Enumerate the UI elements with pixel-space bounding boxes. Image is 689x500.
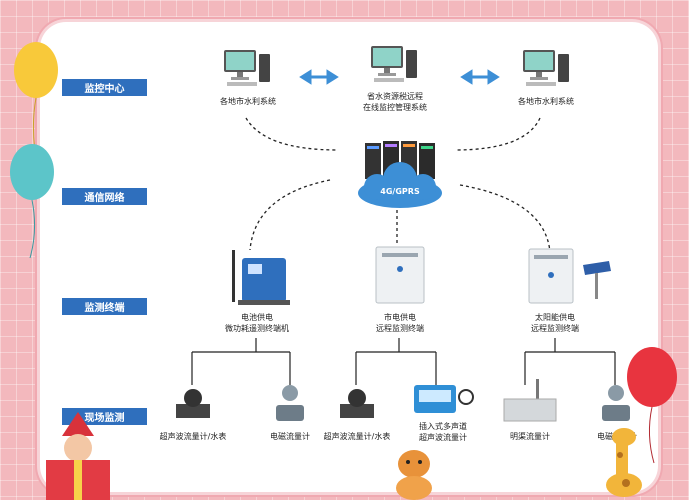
label-device-3: 超声波流量计/水表 — [323, 432, 391, 441]
tree-solar — [524, 338, 616, 385]
battery-terminal-icon — [232, 250, 290, 305]
arrow-right-center — [460, 69, 500, 85]
arrow-left-center — [299, 69, 339, 85]
label-mains-line2: 远程监测终端 — [376, 324, 424, 333]
label-right-system: 各地市水利系统 — [518, 97, 574, 106]
tier-monitoring-center: 监控中心 — [62, 79, 147, 96]
solar-cabinet-icon — [528, 248, 611, 304]
label-device-4-line1: 插入式多声道 — [419, 422, 467, 431]
balloon-teal-icon — [10, 144, 54, 259]
multichannel-meter-icon — [414, 385, 474, 413]
balloon-red-icon — [627, 347, 677, 464]
label-battery-line2: 微功耗遥测终端机 — [225, 324, 289, 333]
computer-icon — [523, 50, 569, 86]
tree-mains — [355, 338, 437, 385]
label-device-2: 电磁流量计 — [270, 432, 310, 441]
ultrasonic-meter-icon — [340, 389, 374, 418]
label-center-line2: 在线监控管理系统 — [363, 103, 427, 112]
server-cloud-icon — [358, 141, 442, 208]
link-right-to-server — [454, 117, 541, 151]
label-device-5: 明渠流量计 — [510, 432, 550, 441]
computer-icon — [371, 46, 417, 82]
tier-comm-network: 通信网络 — [62, 188, 147, 205]
cloud-label: 4G/GPRS — [380, 187, 420, 196]
label-battery-line1: 电池供电 — [241, 313, 273, 322]
label-mains-line1: 市电供电 — [384, 313, 416, 322]
puppy-icon — [396, 450, 432, 500]
mains-cabinet-icon — [375, 246, 425, 304]
label-center-line1: 省水资源税远程 — [367, 92, 423, 101]
electromagnetic-meter-icon — [602, 385, 630, 421]
label-solar-line2: 远程监测终端 — [531, 324, 579, 333]
ultrasonic-meter-icon — [176, 389, 210, 418]
open-channel-meter-icon — [503, 379, 557, 422]
tier-terminal: 监测终端 — [62, 298, 147, 315]
label-solar-line1: 太阳能供电 — [535, 313, 575, 322]
giraffe-icon — [606, 428, 642, 497]
cloud-icon — [358, 162, 442, 208]
label-device-4-line2: 超声波流量计 — [419, 433, 467, 442]
gift-box-icon — [46, 412, 110, 500]
label-left-system: 各地市水利系统 — [220, 97, 276, 106]
tree-battery — [191, 338, 291, 385]
link-cloud-to-battery — [249, 179, 331, 251]
link-left-to-server — [245, 117, 339, 151]
electromagnetic-meter-icon — [276, 385, 304, 421]
link-cloud-to-solar — [459, 184, 551, 253]
computer-icon — [224, 50, 270, 86]
label-device-1: 超声波流量计/水表 — [159, 432, 227, 441]
